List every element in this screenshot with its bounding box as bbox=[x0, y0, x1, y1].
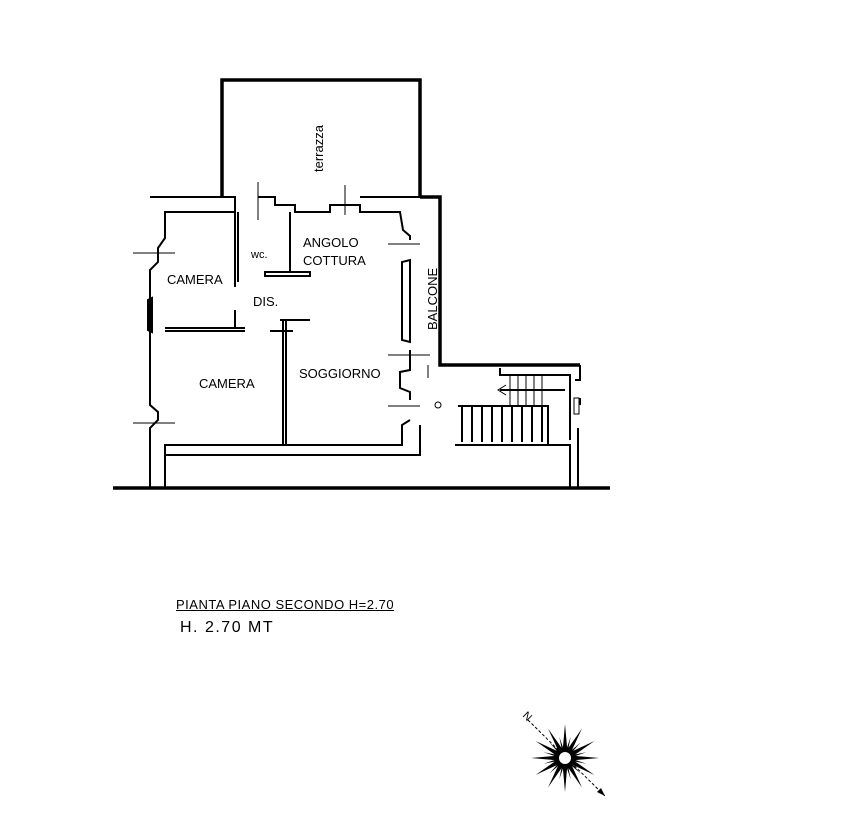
north-label: N bbox=[520, 710, 534, 724]
room-label-angolo: ANGOLO bbox=[303, 235, 359, 250]
room-label-cottura: COTTURA bbox=[303, 253, 366, 268]
plan-title: PIANTA PIANO SECONDO H=2.70 bbox=[176, 597, 395, 612]
room-label-camera-1: CAMERA bbox=[167, 272, 223, 287]
room-label-dis: DIS. bbox=[253, 294, 278, 309]
compass-rose-icon: N bbox=[520, 710, 606, 797]
room-label-balcone: BALCONE bbox=[425, 268, 440, 330]
terrace bbox=[220, 78, 422, 197]
room-label-wc: wc. bbox=[250, 249, 268, 261]
staircase bbox=[458, 368, 571, 445]
room-label-terrazza: terrazza bbox=[311, 124, 326, 172]
interior-walls bbox=[165, 212, 311, 445]
compass-ray bbox=[565, 755, 599, 761]
arrow-head-icon bbox=[597, 788, 605, 796]
room-label-soggiorno: SOGGIORNO bbox=[299, 366, 381, 381]
window-marks bbox=[133, 182, 442, 424]
ceiling-height-label: H. 2.70 MT bbox=[180, 619, 275, 636]
outer-walls bbox=[113, 195, 610, 490]
room-label-camera-2: CAMERA bbox=[199, 376, 255, 391]
